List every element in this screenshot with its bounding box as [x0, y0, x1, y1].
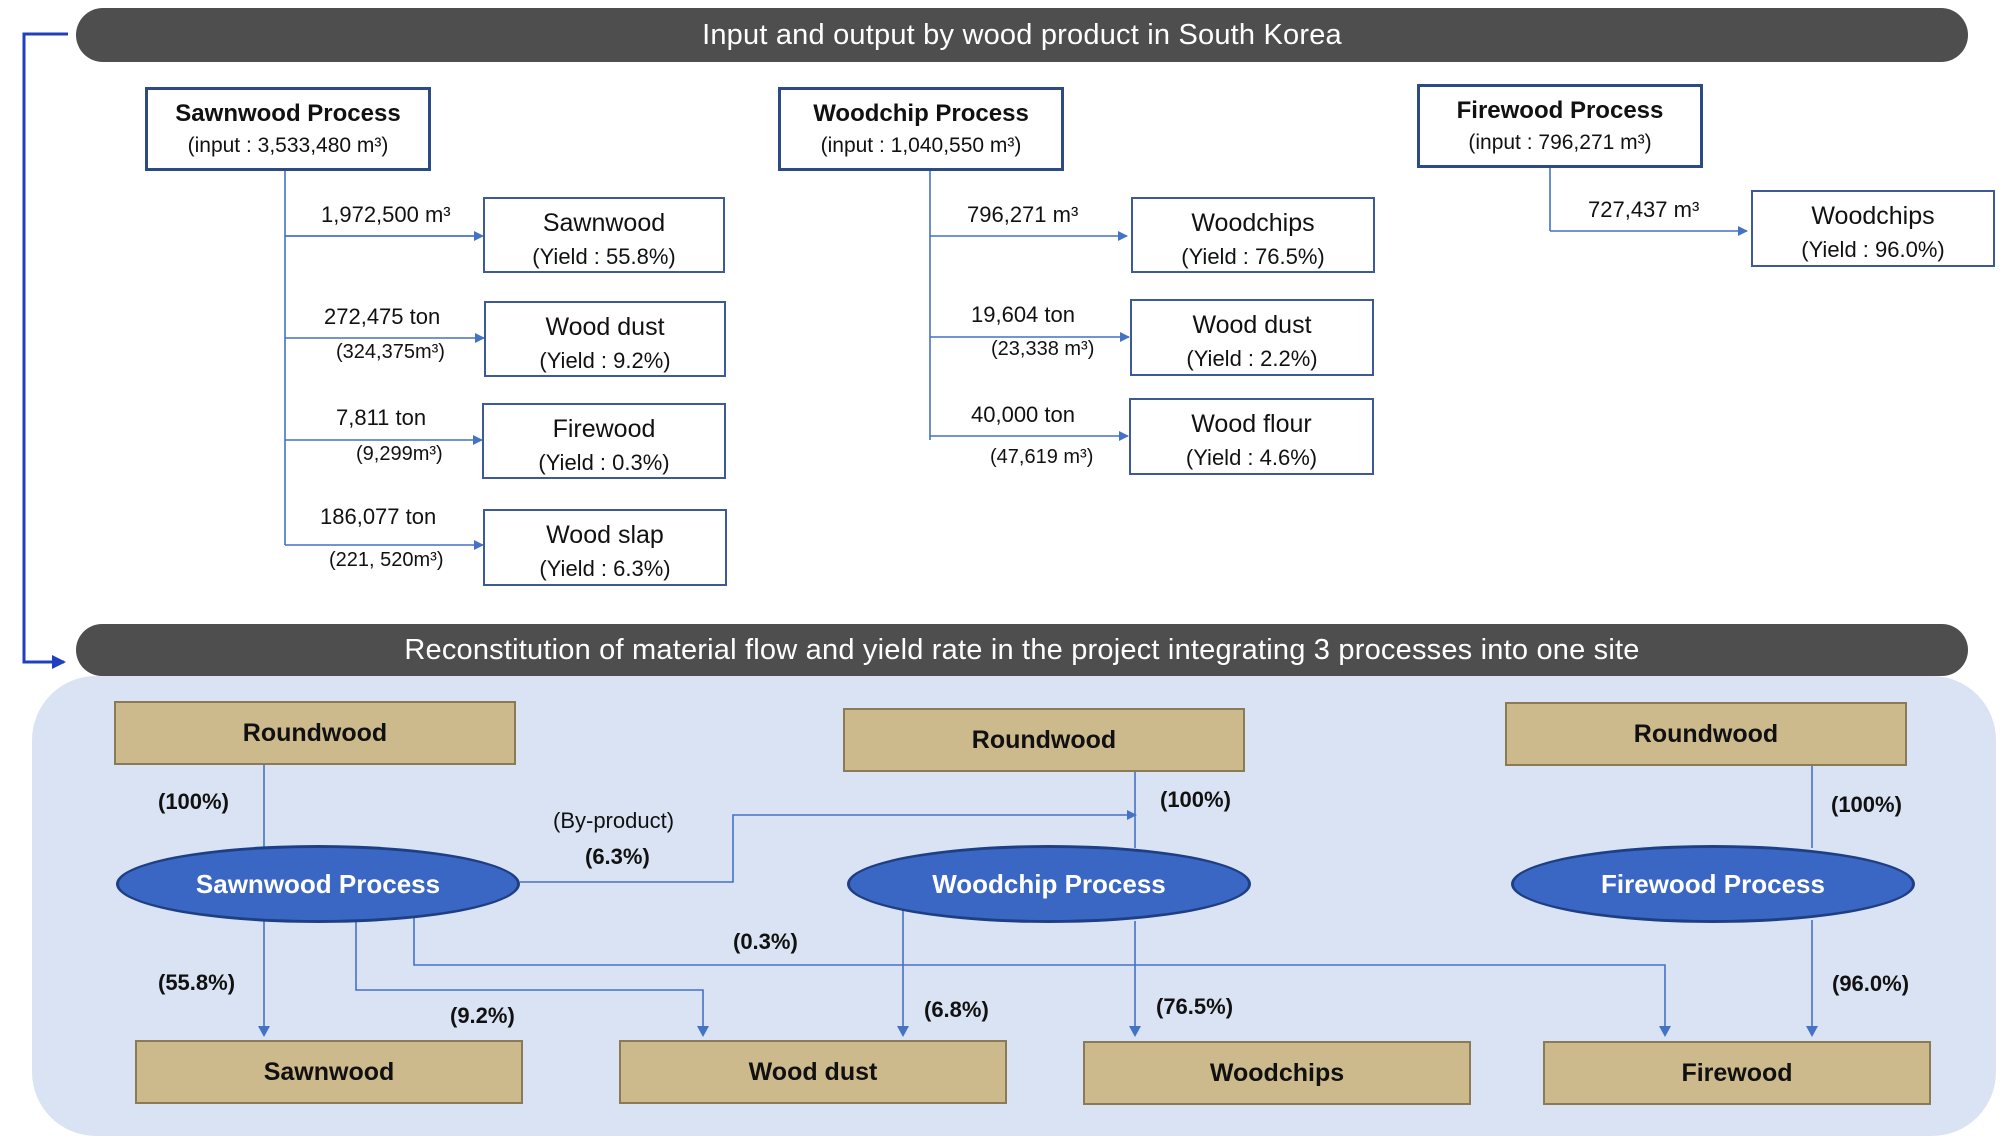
output-yield: (Yield : 2.2%) — [1186, 346, 1318, 371]
output-qty-m3: (47,619 m³) — [990, 446, 1094, 468]
process-input: (input : 1,040,550 m³) — [820, 134, 1022, 157]
output-box: Wood slap (Yield : 6.3%) — [483, 509, 727, 586]
product-box-firewood: Firewood — [1543, 1041, 1931, 1105]
roundwood-box-sawnwood: Roundwood — [114, 701, 516, 765]
output-qty-m3: (9,299m³) — [356, 443, 443, 465]
roundwood-box-woodchip: Roundwood — [843, 708, 1245, 772]
output-name: Woodchips — [1811, 202, 1935, 230]
process-title: Sawnwood Process — [175, 100, 401, 127]
output-yield: (Yield : 6.3%) — [539, 556, 671, 581]
output-qty: 186,077 ton — [320, 504, 437, 529]
output-name: Wood flour — [1191, 410, 1312, 438]
process-input: (input : 3,533,480 m³) — [187, 134, 389, 157]
sawnwood-process-node: Sawnwood Process — [116, 845, 520, 923]
output-box: Wood dust (Yield : 9.2%) — [484, 301, 726, 377]
banner-connector — [22, 32, 68, 669]
top-banner: Input and output by wood product in Sout… — [76, 8, 1968, 62]
process-input: (input : 796,271 m³) — [1468, 131, 1652, 154]
firewood-process-box: Firewood Process (input : 796,271 m³) — [1417, 84, 1703, 168]
pct-chip-in: (100%) — [1160, 787, 1231, 812]
output-box: Sawnwood (Yield : 55.8%) — [483, 197, 725, 273]
pct-chip-to-dust: (6.8%) — [924, 997, 989, 1022]
output-yield: (Yield : 55.8%) — [532, 244, 676, 269]
output-qty: 796,271 m³ — [967, 202, 1079, 227]
output-box: Woodchips (Yield : 76.5%) — [1131, 197, 1375, 273]
output-name: Wood dust — [1192, 311, 1312, 339]
output-yield: (Yield : 0.3%) — [538, 450, 670, 475]
output-name: Sawnwood — [542, 209, 666, 237]
output-box: Woodchips (Yield : 96.0%) — [1751, 190, 1995, 267]
roundwood-box-firewood: Roundwood — [1505, 702, 1907, 766]
pct-fire-to-firewood: (96.0%) — [1832, 971, 1910, 996]
output-qty-m3: (221, 520m³) — [329, 549, 444, 571]
output-name: Wood dust — [545, 313, 665, 341]
output-name: Firewood — [552, 415, 656, 443]
pct-fire-in: (100%) — [1831, 792, 1902, 817]
process-title: Firewood Process — [1456, 97, 1664, 124]
output-yield: (Yield : 96.0%) — [1801, 237, 1945, 262]
woodchip-process-node: Woodchip Process — [847, 845, 1251, 923]
output-yield: (Yield : 4.6%) — [1185, 445, 1318, 470]
firewood-process-node: Firewood Process — [1511, 845, 1915, 923]
output-qty-m3: (324,375m³) — [336, 341, 445, 363]
process-title: Woodchip Process — [813, 100, 1029, 127]
byproduct-label: (By-product) — [553, 808, 675, 833]
bottom-banner: Reconstitution of material flow and yiel… — [76, 624, 1968, 676]
sawnwood-process-box: Sawnwood Process (input : 3,533,480 m³) — [145, 87, 431, 171]
output-qty: 40,000 ton — [971, 402, 1075, 427]
output-box: Wood dust (Yield : 2.2%) — [1130, 299, 1374, 376]
pct-chip-to-chips: (76.5%) — [1156, 994, 1234, 1019]
pct-saw-to-sawnwood: (55.8%) — [158, 970, 236, 995]
output-yield: (Yield : 76.5%) — [1181, 244, 1325, 269]
output-qty: 7,811 ton — [336, 405, 427, 430]
product-box-woodchips: Woodchips — [1083, 1041, 1471, 1105]
pct-saw-in: (100%) — [158, 789, 229, 814]
pct-saw-to-dust: (9.2%) — [450, 1003, 515, 1028]
product-box-wood-dust: Wood dust — [619, 1040, 1007, 1104]
output-qty-m3: (23,338 m³) — [991, 338, 1095, 360]
output-qty: 19,604 ton — [971, 302, 1075, 327]
output-yield: (Yield : 9.2%) — [539, 348, 671, 373]
woodchip-process-box: Woodchip Process (input : 1,040,550 m³) — [778, 87, 1064, 171]
output-qty: 272,475 ton — [324, 304, 441, 329]
product-box-sawnwood: Sawnwood — [135, 1040, 523, 1104]
output-qty: 1,972,500 m³ — [321, 202, 451, 227]
output-box: Wood flour (Yield : 4.6%) — [1129, 398, 1374, 475]
output-name: Woodchips — [1191, 209, 1315, 237]
output-qty: 727,437 m³ — [1588, 197, 1700, 222]
pct-saw-to-firewood: (0.3%) — [733, 929, 798, 954]
output-name: Wood slap — [546, 521, 664, 549]
output-box: Firewood (Yield : 0.3%) — [482, 403, 726, 479]
pct-byproduct: (6.3%) — [585, 844, 650, 869]
